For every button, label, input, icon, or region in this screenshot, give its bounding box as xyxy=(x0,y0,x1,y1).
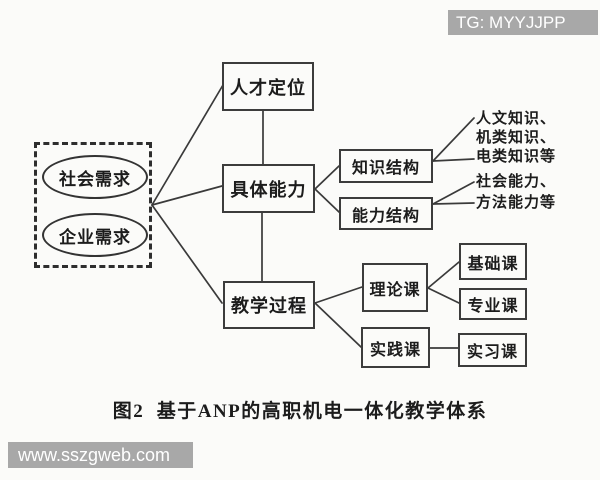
line-ability-to-knowledge-structure xyxy=(314,165,340,190)
detail-electrical-knowledge: 电类知识等 xyxy=(476,149,557,165)
detail-method-ability: 方法能力等 xyxy=(476,195,557,211)
node-talent-positioning: 人才定位 xyxy=(222,62,314,111)
detail-social-ability: 社会能力、 xyxy=(476,174,557,190)
ability-detail-list: 社会能力、 方法能力等 xyxy=(476,172,556,214)
figure-caption: 图2 基于ANP的高职机电一体化教学体系 xyxy=(112,401,488,422)
line-demand-to-process xyxy=(151,204,223,304)
line-theory-to-major xyxy=(427,287,460,304)
node-enterprise-demand: 企业需求 xyxy=(42,213,148,257)
line-ability-to-ability-structure xyxy=(314,188,340,213)
demand-group-box xyxy=(34,142,152,268)
line-knowledge-to-electrical xyxy=(432,158,475,162)
node-major-course: 专业课 xyxy=(459,288,527,320)
node-theory-course: 理论课 xyxy=(362,263,428,312)
line-knowledge-to-humanities xyxy=(432,117,475,162)
line-process-to-theory xyxy=(314,286,363,304)
line-demand-to-talent xyxy=(151,84,224,206)
line-process-to-practice xyxy=(314,302,362,348)
node-knowledge-structure: 知识结构 xyxy=(339,149,433,183)
node-ability-structure: 能力结构 xyxy=(339,197,433,230)
node-practice-course: 实践课 xyxy=(361,327,430,368)
detail-mechanical-knowledge: 机类知识、 xyxy=(476,130,557,146)
line-theory-to-basic xyxy=(427,261,460,289)
line-abilitystruct-to-method xyxy=(432,202,475,205)
node-social-demand: 社会需求 xyxy=(42,155,148,199)
detail-humanities-knowledge: 人文知识、 xyxy=(476,111,557,127)
line-abilitystruct-to-social xyxy=(432,181,475,205)
watermark-top-right: TG: MYYJJPP xyxy=(448,10,598,35)
line-demand-to-ability xyxy=(151,185,223,206)
node-basic-course: 基础课 xyxy=(459,243,527,280)
knowledge-detail-list: 人文知识、 机类知识、 电类知识等 xyxy=(476,110,556,167)
node-specific-ability: 具体能力 xyxy=(222,164,315,213)
node-teaching-process: 教学过程 xyxy=(223,281,315,329)
watermark-bottom-left: www.sszgweb.com xyxy=(8,442,193,468)
node-internship-course: 实习课 xyxy=(458,333,527,367)
